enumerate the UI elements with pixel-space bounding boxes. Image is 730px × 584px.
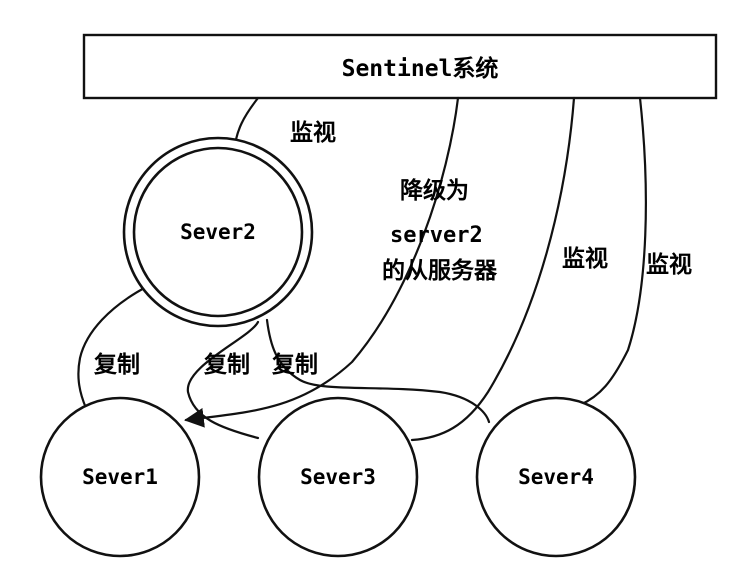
- replicate-line-s2-s1: [77, 284, 150, 410]
- label-downgrade-line3: 的从服务器: [382, 257, 498, 284]
- replicate-line-s3-s1: [186, 320, 260, 440]
- label-replicate-s3-s1: 复制: [203, 352, 250, 378]
- server-node-s3: Sever3: [257, 396, 419, 558]
- replicate-line-s4-s1: [265, 318, 491, 424]
- sentinel-system-box: Sentinel系统: [82, 33, 718, 100]
- server-label-s2: Sever2: [180, 220, 256, 244]
- label-monitor-s3: 监视: [562, 245, 608, 272]
- server-node-s1: Sever1: [39, 396, 201, 558]
- label-monitor-s2: 监视: [290, 119, 336, 146]
- monitor-line-s3: [410, 96, 576, 442]
- sentinel-system-label: Sentinel系统: [342, 55, 499, 82]
- label-monitor-s4: 监视: [646, 251, 692, 278]
- server-node-s2: Sever2: [122, 136, 314, 328]
- label-downgrade-line2: server2: [390, 223, 483, 248]
- server-node-s4: Sever4: [475, 396, 637, 558]
- monitor-line-s4: [578, 96, 647, 407]
- server-label-s1: Sever1: [82, 465, 158, 489]
- label-replicate-s4-s1: 复制: [271, 352, 318, 378]
- label-downgrade-line1: 降级为: [400, 177, 469, 204]
- downgrade-line-s1: [184, 96, 460, 428]
- server-label-s3: Sever3: [300, 465, 376, 489]
- server-label-s4: Sever4: [518, 465, 594, 489]
- label-replicate-s2-s1: 复制: [93, 352, 140, 378]
